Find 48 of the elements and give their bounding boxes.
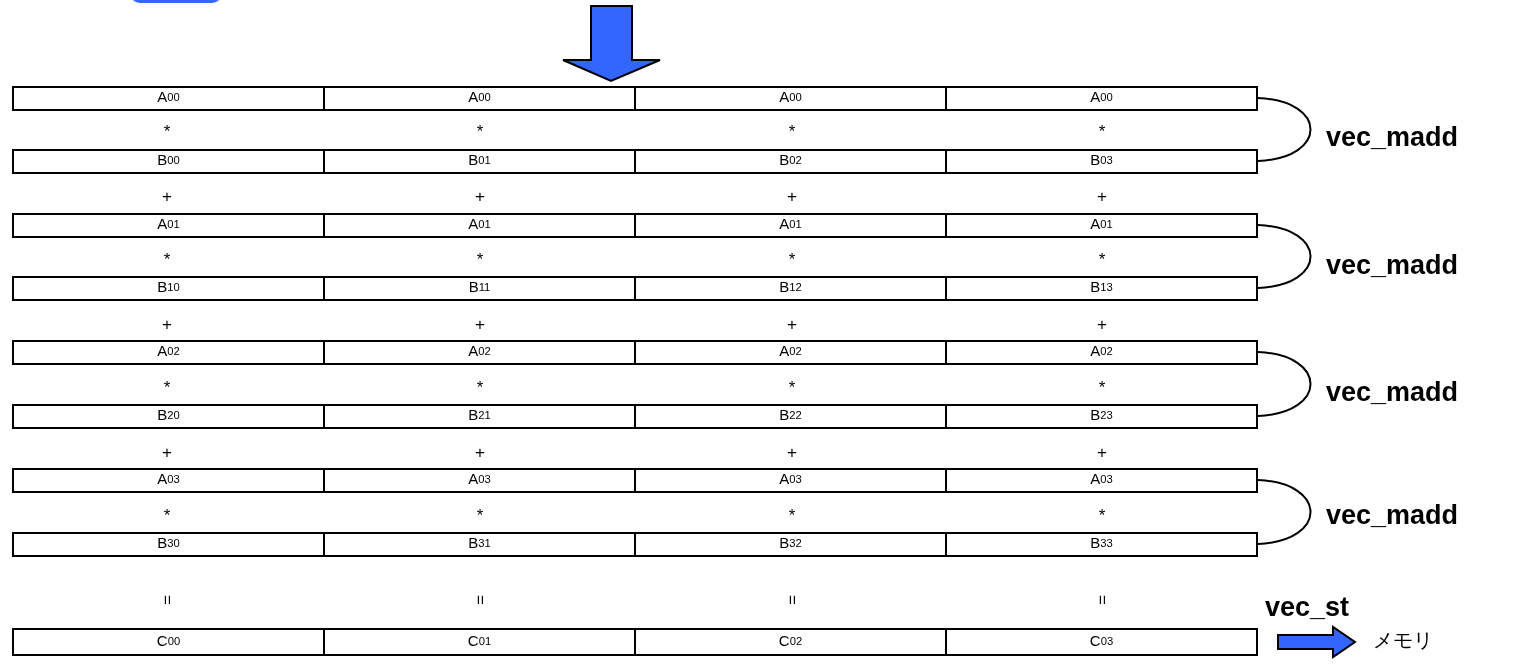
operator-sign: * [787, 507, 797, 525]
operator-sign: + [1096, 316, 1108, 334]
operator-sign: + [474, 188, 486, 206]
operator-sign: * [1097, 123, 1107, 141]
operator-sign: + [474, 316, 486, 334]
operator-sign: * [475, 379, 485, 397]
register-row [12, 276, 1258, 301]
operator-sign: + [786, 444, 798, 462]
operator-sign: * [787, 379, 797, 397]
operator-sign: * [1097, 507, 1107, 525]
instruction-label: vec_madd [1326, 500, 1459, 530]
register-row [12, 532, 1258, 557]
operator-sign: * [1097, 251, 1107, 269]
operator-sign: * [162, 507, 172, 525]
operator-sign: * [475, 123, 485, 141]
register-row [12, 468, 1258, 493]
register-row [12, 213, 1258, 238]
instruction-label: vec_madd [1326, 250, 1459, 280]
register-row [12, 340, 1258, 365]
operator-sign: + [161, 316, 173, 334]
block-arrow [1277, 625, 1357, 659]
block-arrow [562, 5, 661, 83]
operator-sign: + [161, 444, 173, 462]
operator-sign: * [787, 251, 797, 269]
equals-sign: = [158, 594, 176, 607]
equals-sign: = [471, 594, 489, 607]
operator-sign: * [162, 379, 172, 397]
operator-sign: * [475, 251, 485, 269]
operator-sign: * [787, 123, 797, 141]
equals-sign: = [1093, 594, 1111, 607]
equals-sign: = [783, 594, 801, 607]
instruction-label: vec_madd [1326, 122, 1459, 152]
operator-sign: + [1096, 188, 1108, 206]
operator-sign: * [475, 507, 485, 525]
operator-sign: * [162, 251, 172, 269]
operator-sign: * [1097, 379, 1107, 397]
operator-sign: + [1096, 444, 1108, 462]
instruction-label: vec_madd [1326, 377, 1459, 407]
operator-sign: + [786, 316, 798, 334]
register-row [12, 404, 1258, 429]
register-row [12, 628, 1258, 656]
operator-sign: + [474, 444, 486, 462]
register-row [12, 149, 1258, 174]
operator-sign: * [162, 123, 172, 141]
operator-sign: + [786, 188, 798, 206]
memory-label: メモリ [1373, 628, 1433, 652]
operator-sign: + [161, 188, 173, 206]
register-row [12, 86, 1258, 111]
